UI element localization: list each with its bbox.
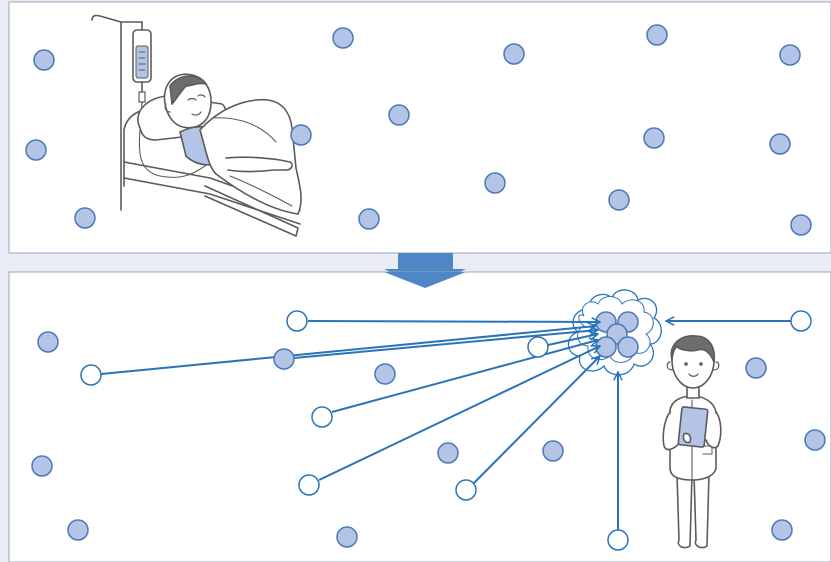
origin-dot [608, 530, 628, 550]
dot [609, 190, 629, 210]
origin-dot [312, 407, 332, 427]
origin-dot [287, 311, 307, 331]
origin-dot [791, 311, 811, 331]
dot [438, 443, 458, 463]
dot [485, 173, 505, 193]
dot [780, 45, 800, 65]
dot [770, 134, 790, 154]
origin-dot [456, 480, 476, 500]
dot [34, 50, 54, 70]
dot [68, 520, 88, 540]
dot [746, 358, 766, 378]
dot [359, 209, 379, 229]
origin-dot [299, 475, 319, 495]
dot [543, 441, 563, 461]
dot [644, 128, 664, 148]
dot [504, 44, 524, 64]
clustered-dot [618, 337, 638, 357]
dot [291, 125, 311, 145]
dot [38, 332, 58, 352]
dot [26, 140, 46, 160]
dot [389, 105, 409, 125]
origin-dot [528, 337, 548, 357]
dot [75, 208, 95, 228]
dot [805, 430, 825, 450]
dot [647, 25, 667, 45]
dot [791, 215, 811, 235]
dot [772, 520, 792, 540]
dot [333, 28, 353, 48]
dot [32, 456, 52, 476]
origin-dot-filled [274, 349, 294, 369]
dot [337, 527, 357, 547]
origin-dot [81, 365, 101, 385]
dot [375, 364, 395, 384]
arrow [308, 321, 600, 322]
